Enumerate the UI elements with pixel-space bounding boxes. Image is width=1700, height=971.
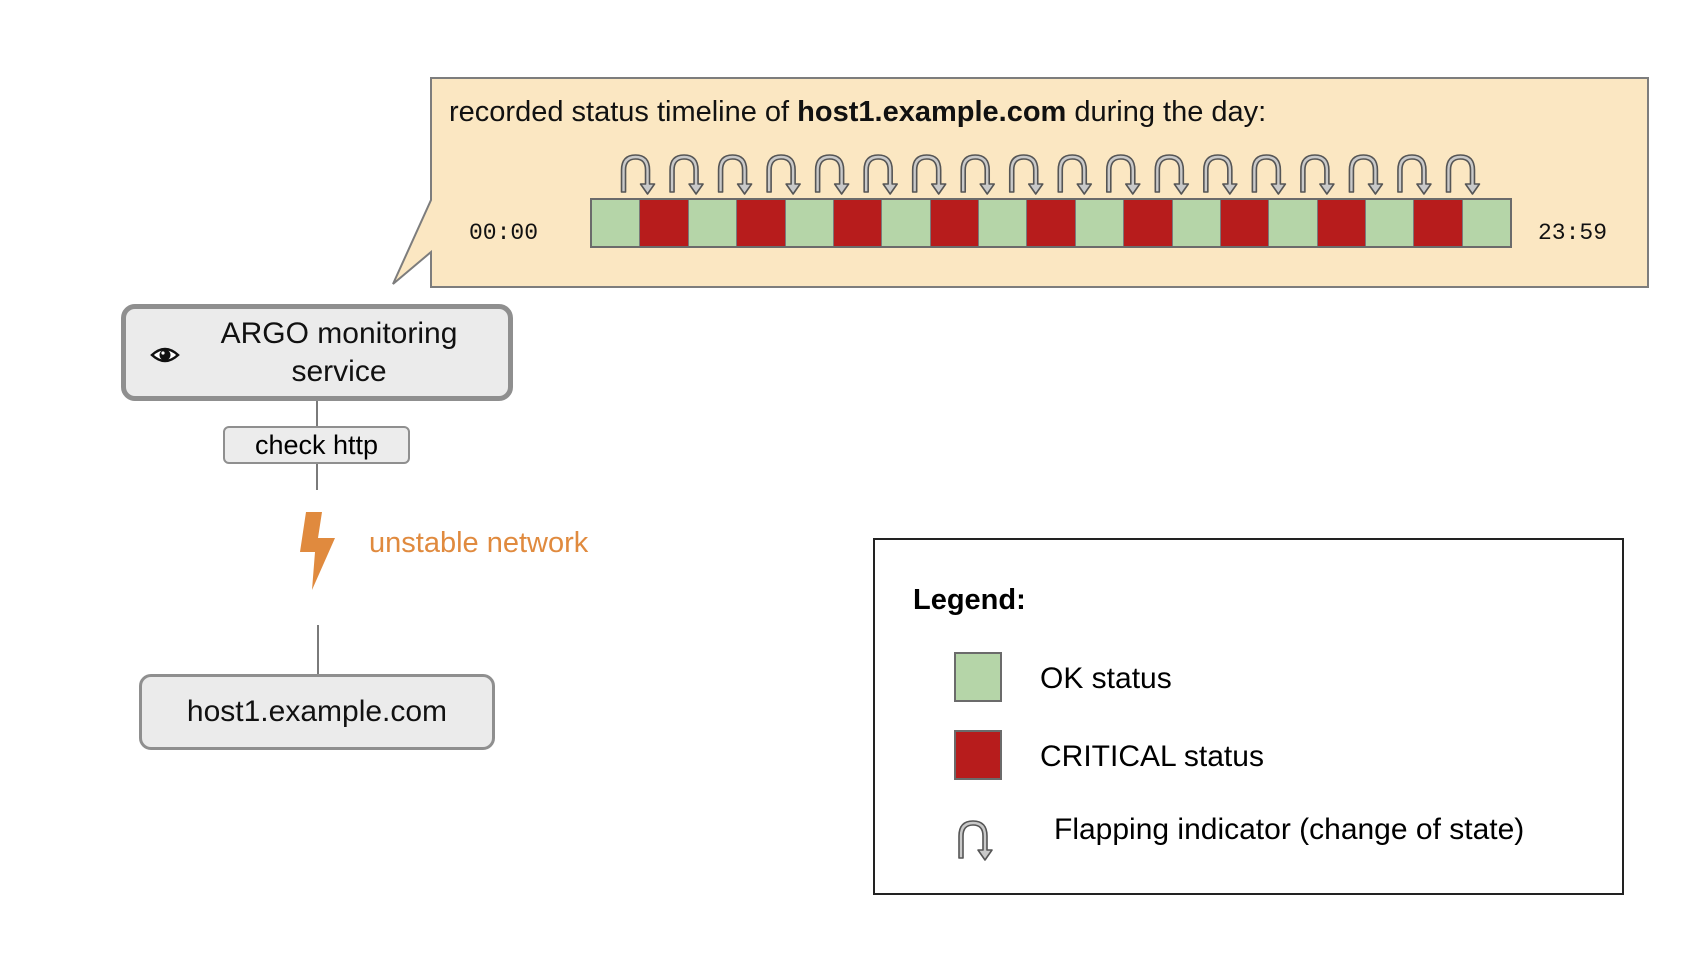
flap-indicator-icon xyxy=(863,154,898,195)
timeline-segment-critical xyxy=(832,200,882,246)
timeline-segment-critical xyxy=(1219,200,1269,246)
flap-indicator-icon xyxy=(1348,154,1384,195)
legend-critical-swatch xyxy=(954,730,1002,780)
flap-indicator-row xyxy=(620,154,1481,195)
timeline-segment-ok xyxy=(687,200,737,246)
connector-argo-check xyxy=(316,401,318,426)
flap-indicator-icon xyxy=(1057,154,1093,195)
timeline-segment-ok xyxy=(1268,200,1317,246)
timeline-segment-critical xyxy=(1413,200,1462,246)
timeline-segment-critical xyxy=(1316,200,1365,246)
check-http-label: check http xyxy=(223,426,410,464)
timeline-segment-ok xyxy=(592,200,640,246)
flap-indicator-icon xyxy=(1251,154,1287,195)
flap-indicator-icon xyxy=(1203,154,1238,195)
flap-indicator-icon xyxy=(1445,154,1481,195)
legend-box: Legend: OK status CRITICAL status Flappi… xyxy=(873,538,1624,895)
unstable-network-label: unstable network xyxy=(369,527,589,559)
timeline-start-time: 00:00 xyxy=(469,220,539,246)
legend-ok-swatch xyxy=(954,652,1002,702)
timeline-segment-ok xyxy=(978,200,1027,246)
timeline-segment-critical xyxy=(1123,200,1172,246)
flap-indicator-icon xyxy=(1154,154,1190,195)
flap-indicator-icon xyxy=(1105,154,1141,195)
flap-indicator-icon xyxy=(620,154,656,195)
flap-indicator-icon xyxy=(717,154,753,195)
status-timeline xyxy=(590,198,1512,248)
timeline-segment-ok xyxy=(784,200,833,246)
flap-indicator-icon xyxy=(669,154,704,195)
timeline-segment-critical xyxy=(929,200,978,246)
argo-monitoring-node: ARGO monitoring service xyxy=(121,304,513,401)
timeline-segment-ok xyxy=(1461,200,1511,246)
legend-ok-label: OK status xyxy=(1040,662,1172,695)
timeline-segment-ok xyxy=(881,200,930,246)
timeline-heading-prefix: recorded status timeline of xyxy=(449,96,798,128)
timeline-heading-suffix: during the day: xyxy=(1066,96,1267,128)
timeline-segment-ok xyxy=(1074,200,1124,246)
legend-flap-icon xyxy=(958,820,993,861)
flap-indicator-icon xyxy=(1300,154,1335,195)
legend-flap-label: Flapping indicator (change of state) xyxy=(1054,813,1525,846)
timeline-segment-critical xyxy=(639,200,688,246)
flap-indicator-icon xyxy=(1008,154,1044,195)
eye-icon xyxy=(150,347,180,362)
connector-network-host xyxy=(317,625,319,674)
legend-critical-label: CRITICAL status xyxy=(1040,740,1264,773)
flap-indicator-icon xyxy=(960,154,996,195)
flap-indicator-icon xyxy=(766,154,801,195)
timeline-segment-critical xyxy=(736,200,785,246)
lightning-bolt-icon xyxy=(300,512,335,590)
connector-check-network xyxy=(316,464,318,490)
argo-node-label: ARGO monitoring service xyxy=(220,316,458,388)
legend-title: Legend: xyxy=(913,584,1026,616)
flap-indicator-icon xyxy=(814,154,850,195)
timeline-segment-critical xyxy=(1026,200,1075,246)
timeline-heading-host: host1.example.com xyxy=(797,96,1067,128)
host-node: host1.example.com xyxy=(139,674,495,750)
timeline-end-time: 23:59 xyxy=(1538,220,1608,246)
flap-indicator-icon xyxy=(1397,154,1432,195)
flap-indicator-icon xyxy=(911,154,947,195)
timeline-segment-ok xyxy=(1365,200,1414,246)
timeline-heading: recorded status timeline of host1.exampl… xyxy=(449,96,1266,129)
timeline-segment-ok xyxy=(1171,200,1220,246)
